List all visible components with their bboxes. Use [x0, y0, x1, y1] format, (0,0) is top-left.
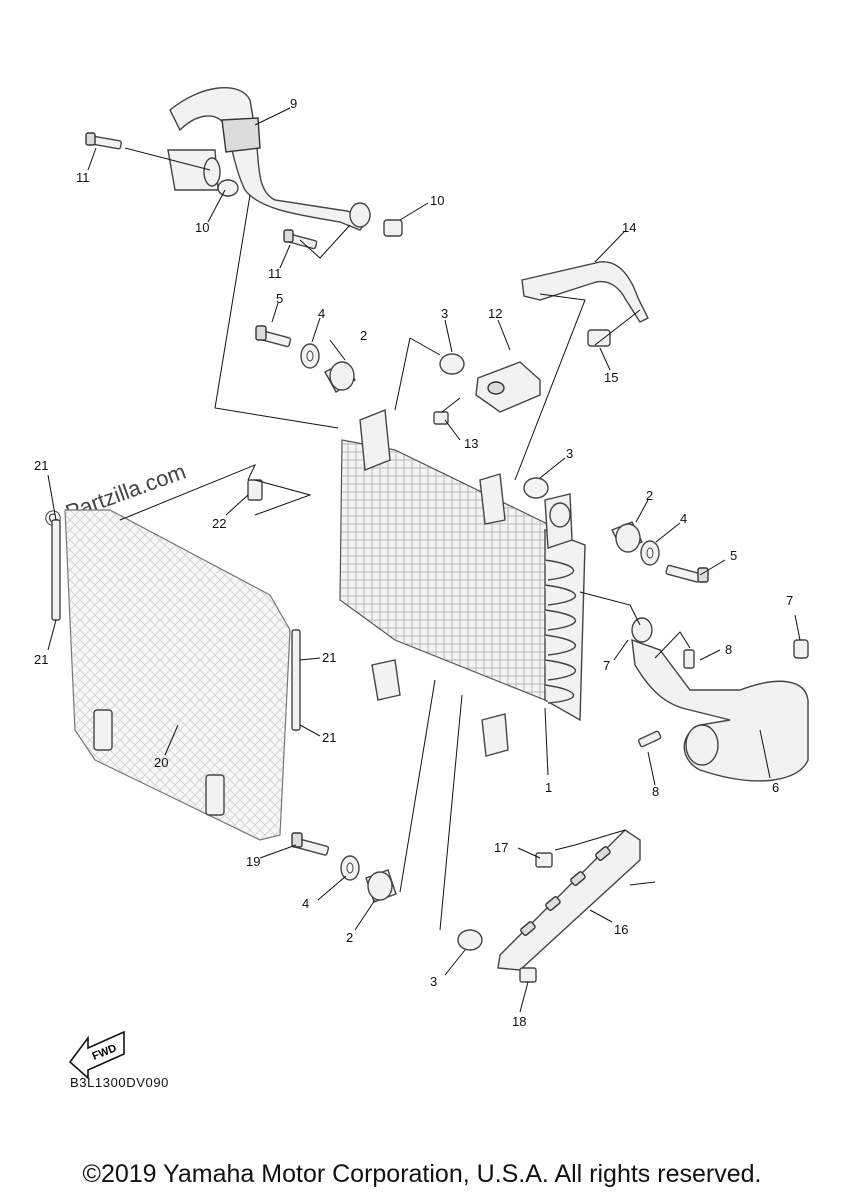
- callout-19: 19: [246, 854, 260, 869]
- bolt-8-upper: [683, 649, 695, 669]
- callout-1: 1: [545, 780, 552, 795]
- lower-hose: [631, 617, 809, 782]
- callout-21-b: 21: [34, 652, 48, 667]
- callout-labels: 9 11 10 10 11 14 5 4 2 3 12 15 13 3 2 4 …: [34, 96, 793, 1029]
- bolt-11-lower: [283, 229, 318, 250]
- callout-21-d: 21: [322, 730, 336, 745]
- bolt-11-upper: [85, 132, 122, 150]
- callout-10-b: 10: [430, 193, 444, 208]
- clip-22: [247, 479, 263, 501]
- callout-2-b: 2: [646, 488, 653, 503]
- callout-8-b: 8: [652, 784, 659, 799]
- callout-18: 18: [512, 1014, 526, 1029]
- callout-5-b: 5: [730, 548, 737, 563]
- grommet-3-mid: [523, 477, 549, 499]
- copyright-notice: ©2019 Yamaha Motor Corporation, U.S.A. A…: [82, 1160, 762, 1188]
- callout-2-a: 2: [360, 328, 367, 343]
- radiator-fins: [544, 559, 577, 704]
- callout-9: 9: [290, 96, 297, 111]
- bolt-13: [433, 411, 449, 425]
- clamp-7-right: [793, 639, 809, 659]
- bolt-5-top: [255, 325, 292, 348]
- trim-21-right: [291, 629, 301, 731]
- callout-12: 12: [488, 306, 502, 321]
- grommet-3-bottom: [457, 929, 483, 951]
- bolt-17: [535, 852, 553, 868]
- callout-4-a: 4: [318, 306, 325, 321]
- callout-10-a: 10: [195, 220, 209, 235]
- callout-13: 13: [464, 436, 478, 451]
- trim-21-left: [51, 519, 61, 621]
- callout-4-b: 4: [680, 511, 687, 526]
- callout-21-c: 21: [322, 650, 336, 665]
- collar-2-top: [324, 361, 356, 393]
- callout-21-a: 21: [34, 458, 48, 473]
- washer-4-right: [640, 540, 660, 566]
- clamp-10-right: [383, 219, 403, 237]
- washer-4-top: [300, 343, 320, 369]
- bolt-18: [519, 967, 537, 983]
- callout-5-a: 5: [276, 291, 283, 306]
- collar-2-bottom: [365, 869, 397, 903]
- bolt-19: [291, 832, 330, 856]
- leader-lines: [47, 107, 801, 1013]
- callout-3-a: 3: [441, 306, 448, 321]
- diagram-code: B3L1300DV090: [70, 1075, 169, 1090]
- callout-11-b: 11: [268, 266, 282, 281]
- grommet-3-top: [439, 353, 465, 375]
- callout-7-b: 7: [603, 658, 610, 673]
- callout-3-c: 3: [430, 974, 437, 989]
- callout-8-a: 8: [725, 642, 732, 657]
- bolt-5-right: [665, 564, 709, 583]
- bracket-14: [521, 261, 649, 323]
- callout-4-c: 4: [302, 896, 309, 911]
- radiator-core: [339, 409, 586, 757]
- radiator-guard: [64, 509, 291, 841]
- callout-14: 14: [622, 220, 636, 235]
- bolt-15: [587, 329, 611, 347]
- callout-17: 17: [494, 840, 508, 855]
- callout-15: 15: [604, 370, 618, 385]
- callout-2-c: 2: [346, 930, 353, 945]
- callout-20: 20: [154, 755, 168, 770]
- fwd-arrow: FWD: [68, 1030, 125, 1080]
- bolt-8-lower: [637, 730, 662, 748]
- callout-11-a: 11: [76, 170, 90, 185]
- stay-16: [497, 829, 641, 971]
- callout-22: 22: [212, 516, 226, 531]
- callout-16: 16: [614, 922, 628, 937]
- stay-12: [475, 361, 541, 413]
- callout-3-b: 3: [566, 446, 573, 461]
- clamp-10-left: [217, 179, 239, 197]
- collar-2-right: [611, 521, 643, 553]
- washer-4-bottom: [340, 855, 360, 881]
- upper-hose: [167, 87, 371, 231]
- callout-7-a: 7: [786, 593, 793, 608]
- callout-6: 6: [772, 780, 779, 795]
